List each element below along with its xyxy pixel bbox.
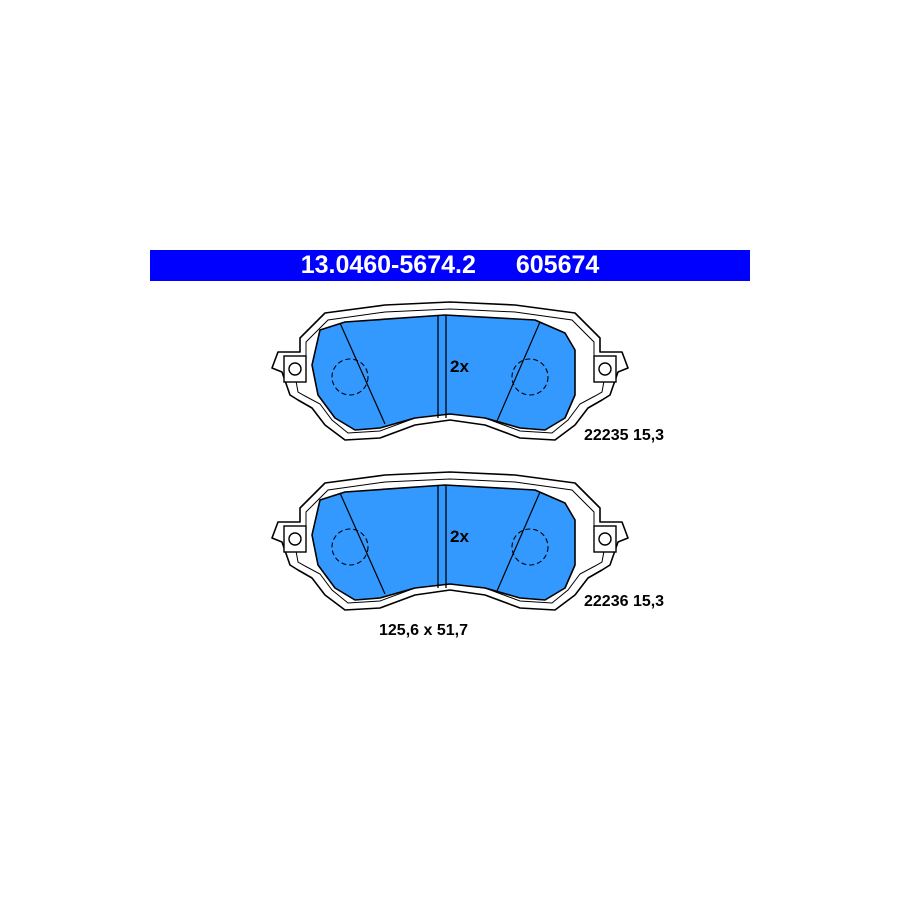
pad-2-code: 22236 15,3 xyxy=(584,593,665,610)
reference-number: 605674 xyxy=(515,251,600,279)
pad-1-quantity: 2x xyxy=(450,357,469,376)
pad-2-quantity: 2x xyxy=(450,527,469,546)
part-number-banner: 13.0460-5674.2 605674 xyxy=(150,250,750,281)
pad-dimensions: 125,6 x 51,7 xyxy=(379,622,468,639)
part-number: 13.0460-5674.2 xyxy=(300,251,476,279)
pad-1-code: 22235 15,3 xyxy=(584,427,665,444)
